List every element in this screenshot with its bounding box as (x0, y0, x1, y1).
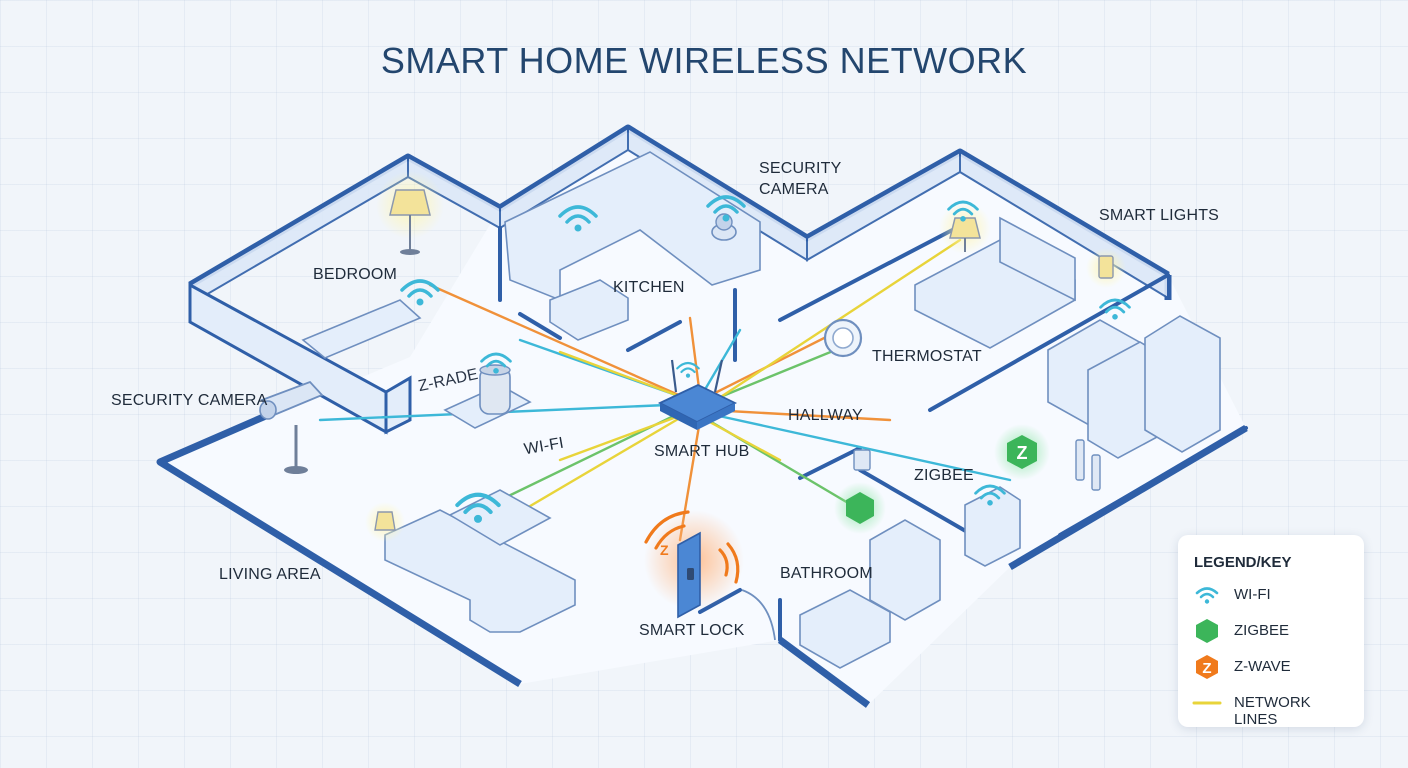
lamp-icon (376, 171, 444, 255)
svg-text:Z: Z (1202, 660, 1211, 677)
room-label-hallway: HALLWAY (788, 407, 863, 424)
wifi-icon (1099, 298, 1131, 320)
protocol-label-zigbee: ZIGBEE (914, 467, 974, 484)
legend-item-zwave: Z Z-WAVE (1192, 654, 1357, 680)
wifi-icon (974, 484, 1006, 506)
device-label-thermostat: THERMOSTAT (872, 348, 982, 365)
smart-lock-icon (644, 510, 776, 641)
zigbee-icon (834, 482, 886, 534)
wifi-icon (676, 361, 700, 378)
room-label-bedroom: BEDROOM (313, 266, 398, 283)
room-label-bathroom: BATHROOM (780, 565, 873, 582)
room-label-kitchen: KITCHEN (613, 279, 685, 296)
device-label-smart-lights: SMART LIGHTS (1099, 207, 1220, 224)
svg-text:Z: Z (1017, 443, 1028, 463)
wifi-icon (480, 352, 512, 374)
wall-details (853, 439, 1101, 491)
legend-label: NETWORK LINES (1234, 694, 1311, 728)
wifi-icon (558, 205, 598, 232)
wifi-icon (1195, 587, 1219, 604)
legend-label: WI-FI (1234, 586, 1271, 603)
zwave-icon: Z (1196, 655, 1218, 679)
furniture (301, 151, 1221, 669)
device-label-smart-lock: SMART LOCK (639, 622, 745, 639)
zigbee-icon: Z (994, 424, 1050, 480)
bedroom-walls (188, 282, 412, 435)
device-label-security-camera-left: SECURITY CAMERA (111, 392, 268, 409)
legend-item-wifi: WI-FI (1192, 582, 1357, 608)
legend-title: LEGEND/KEY (1194, 554, 1292, 571)
wifi-icon (400, 195, 1131, 523)
device-label-smart-hub: SMART HUB (654, 443, 750, 460)
wifi-icon (400, 279, 440, 306)
wifi-icon (455, 492, 501, 523)
lamp-icon (939, 202, 991, 254)
legend-label: Z-WAVE (1234, 658, 1291, 675)
thermostat-icon (823, 318, 863, 358)
legend-item-zigbee: ZIGBEE (1192, 618, 1357, 644)
device-label-security-camera-top: SECURITY CAMERA (759, 160, 842, 198)
legend-panel: LEGEND/KEY WI-FI ZIGBEE Z Z-WAVE NETWORK… (1178, 535, 1364, 728)
svg-text:Z: Z (660, 542, 669, 558)
page-title: SMART HOME WIRELESS NETWORK (380, 40, 1028, 81)
zwave-signal-icon: Z (644, 510, 740, 584)
room-label-living-area: LIVING AREA (219, 566, 321, 583)
zigbee-icon (1196, 619, 1218, 643)
wifi-icon (947, 200, 979, 222)
wifi-icon (706, 195, 746, 222)
network-line-icon (1192, 701, 1222, 705)
legend-item-network-lines: NETWORK LINES (1192, 690, 1357, 728)
legend-label: ZIGBEE (1234, 622, 1290, 639)
security-camera-icon (259, 380, 324, 474)
lamp-icon (365, 502, 405, 542)
smart-light-icon (1086, 248, 1126, 288)
smart-hub-icon (657, 359, 738, 430)
